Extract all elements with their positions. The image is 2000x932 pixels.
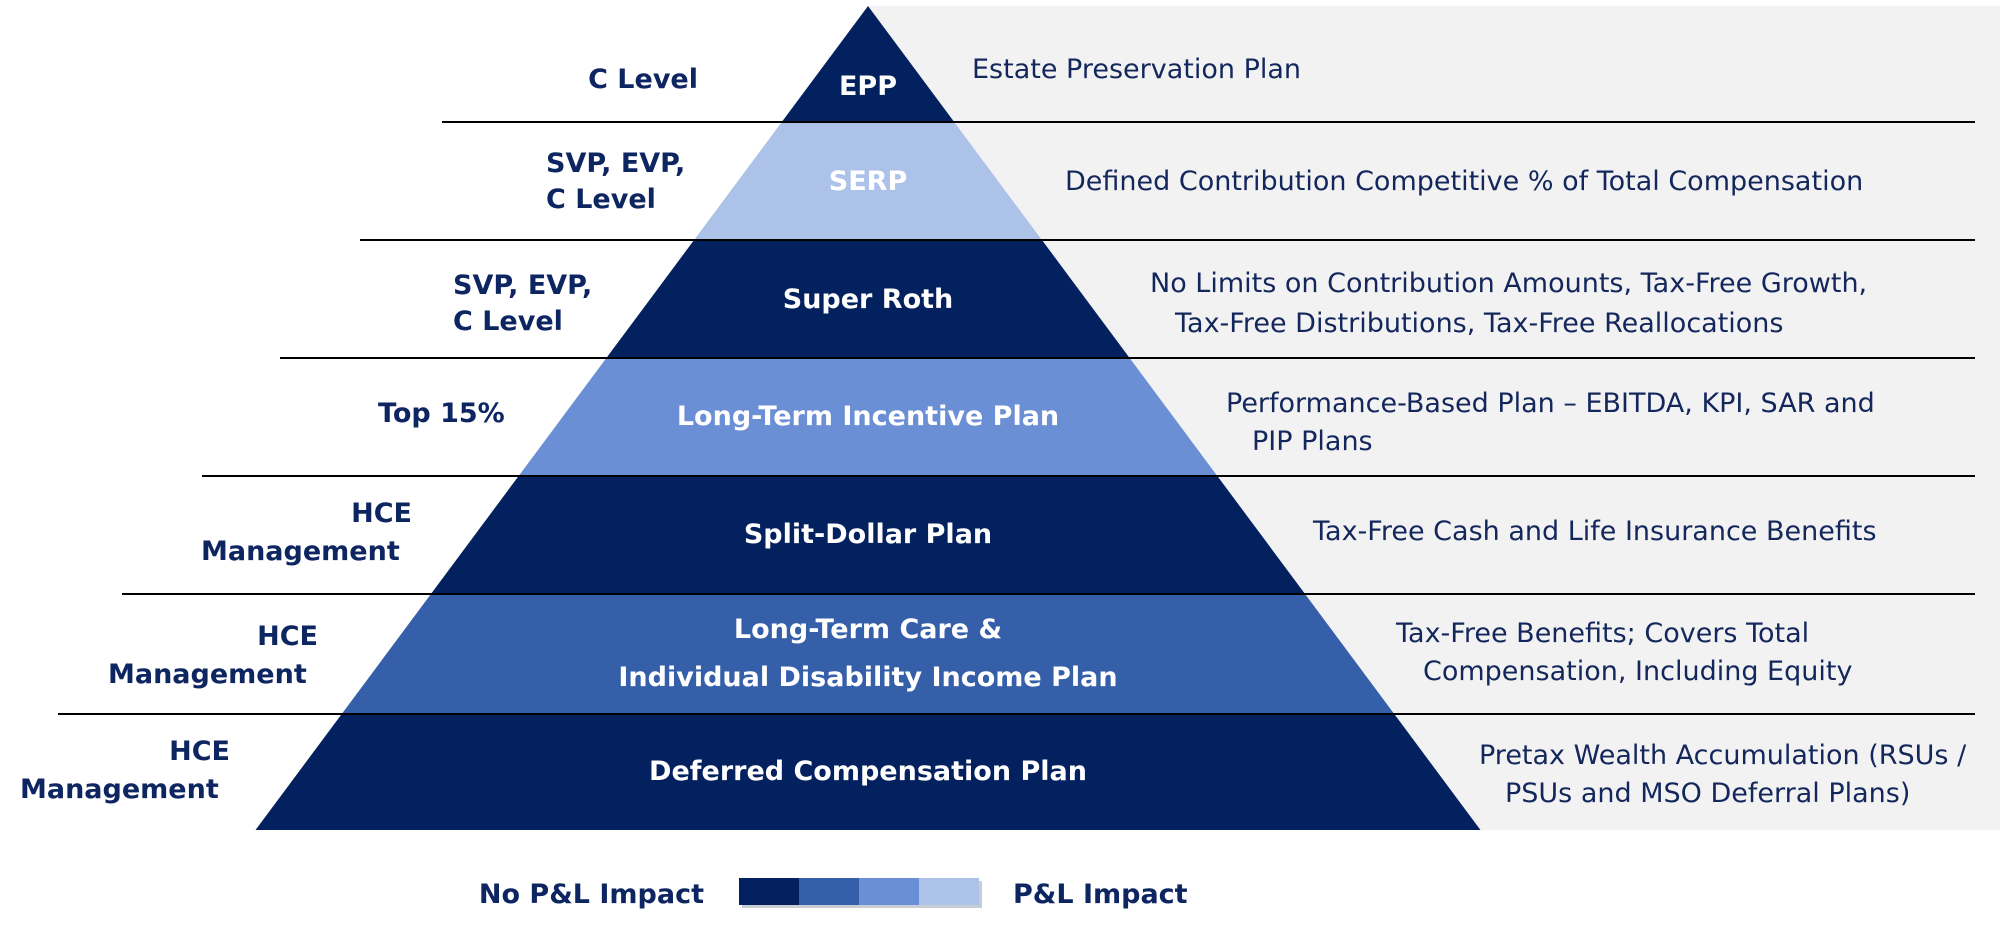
tier-label-ltc-di: Long-Term Care &	[734, 614, 1002, 645]
audience-label-epp: C Level	[588, 64, 698, 95]
description-deferred-comp: Pretax Wealth Accumulation (RSUs /	[1479, 740, 1967, 771]
legend-swatch-medium-blue	[799, 878, 859, 905]
audience-label-ltip: Top 15%	[378, 398, 505, 429]
audience-label-super-roth: SVP, EVP,	[453, 270, 592, 301]
pl-impact-legend: No P&L Impact P&L Impact	[479, 878, 1188, 910]
tier-super-roth	[606, 240, 1130, 358]
tier-label-serp: SERP	[829, 166, 907, 197]
tier-ltip	[518, 358, 1218, 476]
tier-label-epp: EPP	[839, 71, 897, 102]
tier-label-deferred-comp: Deferred Compensation Plan	[649, 756, 1087, 787]
description-epp: Estate Preservation Plan	[972, 54, 1301, 85]
tier-label-ltc-di: Individual Disability Income Plan	[618, 662, 1117, 693]
tier-label-ltip: Long-Term Incentive Plan	[677, 401, 1059, 432]
description-ltip: PIP Plans	[1252, 426, 1373, 457]
legend-gradient-bar	[739, 878, 982, 908]
audience-label-split-dollar: Management	[201, 536, 400, 567]
audience-label-super-roth: C Level	[453, 306, 563, 337]
audience-label-ltc-di: HCE	[257, 621, 318, 652]
tier-divider-lines	[58, 121, 1975, 715]
audience-label-deferred-comp: HCE	[169, 736, 230, 767]
legend-swatch-navy	[739, 878, 799, 905]
audience-label-serp: C Level	[546, 184, 656, 215]
legend-swatch-pale-blue	[919, 878, 979, 905]
tier-ltc-di	[341, 594, 1395, 714]
tier-label-super-roth: Super Roth	[783, 284, 954, 315]
tier-serp	[694, 122, 1042, 240]
legend-pl-impact-label: P&L Impact	[1013, 879, 1188, 910]
legend-swatch-light-blue	[859, 878, 919, 905]
description-deferred-comp: PSUs and MSO Deferral Plans)	[1505, 778, 1910, 809]
tier-epp	[781, 6, 955, 122]
audience-label-serp: SVP, EVP,	[546, 148, 685, 179]
description-panel-background	[868, 6, 2000, 830]
description-ltc-di: Tax-Free Benefits; Covers Total	[1395, 618, 1809, 649]
description-split-dollar: Tax-Free Cash and Life Insurance Benefit…	[1312, 516, 1877, 547]
audience-label-deferred-comp: Management	[20, 774, 219, 805]
audience-label-ltc-di: Management	[108, 659, 307, 690]
description-super-roth: No Limits on Contribution Amounts, Tax-F…	[1150, 268, 1867, 299]
tier-split-dollar	[430, 476, 1306, 594]
audience-label-split-dollar: HCE	[351, 498, 412, 529]
legend-no-pl-impact-label: No P&L Impact	[479, 879, 704, 910]
tier-label-split-dollar: Split-Dollar Plan	[744, 519, 992, 550]
description-super-roth: Tax-Free Distributions, Tax-Free Realloc…	[1174, 308, 1784, 339]
description-serp: Defined Contribution Competitive % of To…	[1065, 166, 1863, 197]
pyramid-tiers	[255, 6, 1481, 830]
description-ltip: Performance-Based Plan – EBITDA, KPI, SA…	[1226, 388, 1875, 419]
description-ltc-di: Compensation, Including Equity	[1423, 656, 1852, 687]
tier-deferred-comp	[255, 714, 1481, 830]
